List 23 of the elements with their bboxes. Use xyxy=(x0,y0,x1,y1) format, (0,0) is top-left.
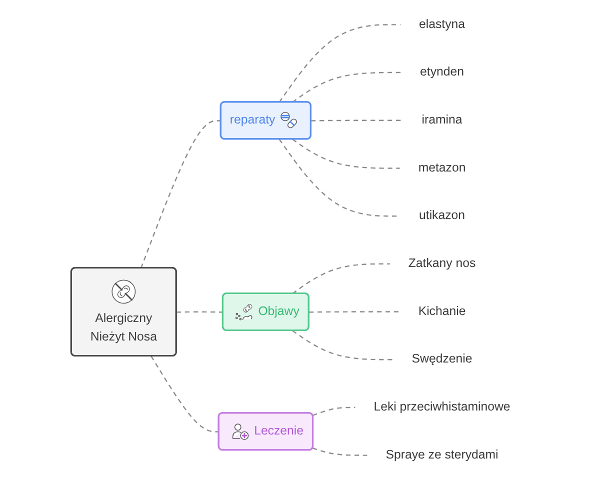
node-text: Kichanie xyxy=(418,304,466,318)
connector xyxy=(312,406,356,416)
connector xyxy=(292,138,400,169)
connector xyxy=(176,311,224,313)
connector xyxy=(292,72,402,103)
connector xyxy=(292,330,394,360)
connector xyxy=(140,120,222,268)
connector xyxy=(278,138,400,217)
node-text: Swędzenie xyxy=(412,352,472,366)
connector xyxy=(312,448,368,456)
node-text: iramina xyxy=(422,113,462,127)
node-text: utikazon xyxy=(419,209,466,222)
connector xyxy=(278,24,400,103)
node-text: elastyna xyxy=(419,18,466,31)
node-text: Zatkany nos xyxy=(408,256,476,270)
node-text: Spraye ze sterydami xyxy=(386,448,498,462)
node-text: etynden xyxy=(420,66,464,79)
node-text: Leki przeciwhistaminowe xyxy=(374,400,510,414)
connector xyxy=(150,356,219,432)
connector xyxy=(292,263,390,294)
connector xyxy=(309,311,400,313)
connector xyxy=(311,120,404,122)
node-text: metazon xyxy=(418,161,466,174)
